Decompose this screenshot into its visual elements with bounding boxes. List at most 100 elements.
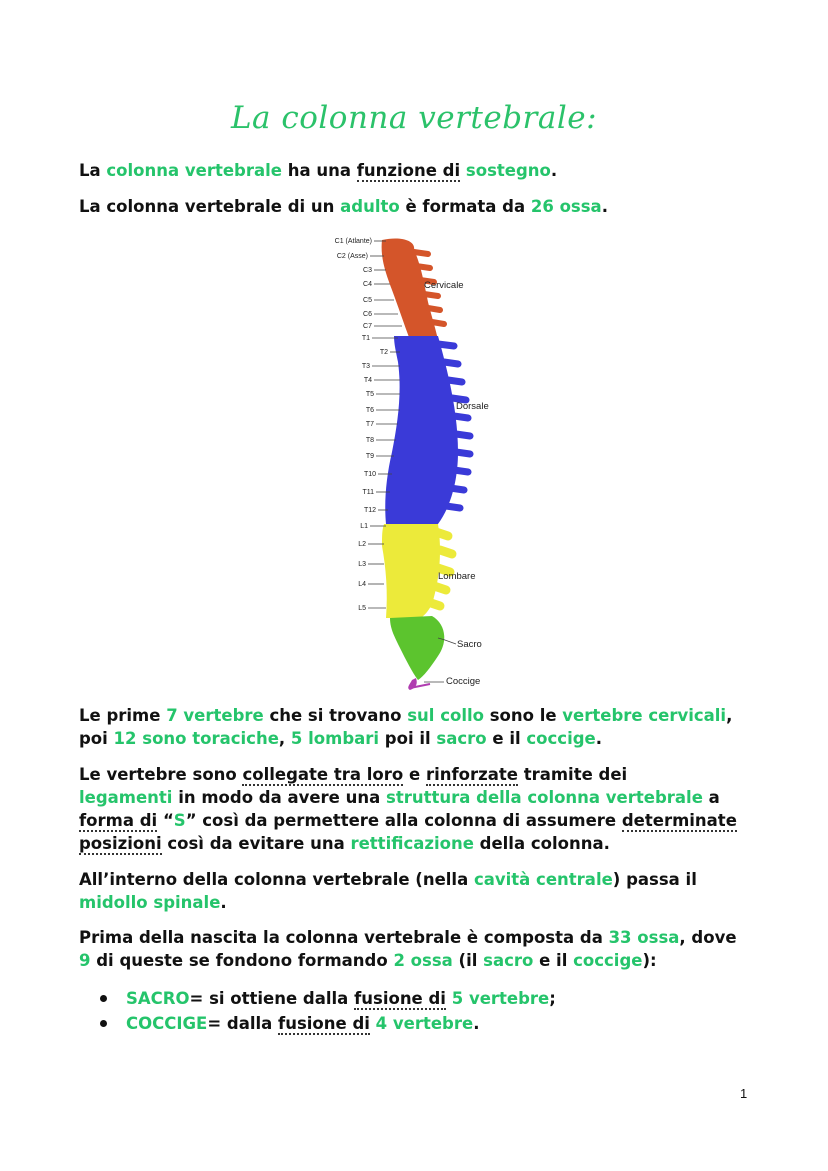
text: Prima della nascita la colonna vertebral… (79, 928, 609, 947)
highlight: sul collo (407, 706, 484, 725)
highlight: adulto (340, 197, 400, 216)
paragraph-2: Le vertebre sono collegate tra loro e ri… (79, 763, 759, 855)
label-c6: C6 (363, 311, 372, 318)
highlight: sacro (483, 951, 534, 970)
label-t2: T2 (380, 349, 388, 356)
text: e (403, 765, 426, 784)
text: poi il (379, 729, 437, 748)
text: (il (452, 951, 484, 970)
highlight: 12 sono toraciche (113, 729, 279, 748)
paragraph-1: Le prime 7 vertebre che si trovano sul c… (79, 704, 759, 750)
text: , dove (679, 928, 737, 947)
paragraph-4: Prima della nascita la colonna vertebral… (79, 926, 759, 972)
spine-figure: C1 (Atlante) C2 (Asse) C3 C4 C5 C6 C7 T1… (335, 238, 489, 690)
text: ” così da permettere alla colonna di ass… (185, 811, 622, 830)
region-labels: Cervicale Dorsale Lombare Sacro Coccige (424, 280, 489, 687)
underlined-text: fusione di (278, 1014, 370, 1035)
text: ): (642, 951, 657, 970)
highlight: coccige (526, 729, 596, 748)
text: poi (79, 729, 114, 748)
highlight: cavità centrale (473, 870, 613, 889)
label-c7: C7 (363, 323, 372, 330)
thoracic-region (385, 336, 474, 524)
label-c2: C2 (Asse) (337, 253, 368, 260)
text: = si ottiene dalla (189, 989, 355, 1008)
label-t4: T4 (364, 377, 372, 384)
text: La (79, 161, 107, 180)
text: . (601, 197, 608, 216)
intro-line-1: La colonna vertebrale ha una funzione di… (79, 159, 759, 182)
highlight: 26 ossa (530, 197, 602, 216)
underlined-text: rinforzate (425, 765, 518, 786)
underlined-text: determinate (621, 811, 737, 832)
label-t12: T12 (364, 507, 376, 514)
vertebra-labels: C1 (Atlante) C2 (Asse) C3 C4 C5 C6 C7 T1… (335, 238, 388, 612)
underlined-text: collegate tra loro (242, 765, 404, 786)
sacrum-region (390, 616, 445, 680)
bullet-icon (100, 1020, 107, 1027)
label-coccige: Coccige (446, 676, 480, 687)
highlight: coccige (573, 951, 643, 970)
label-t9: T9 (366, 453, 374, 460)
label-c1: C1 (Atlante) (335, 238, 372, 245)
label-sacro: Sacro (457, 639, 482, 650)
text: . (473, 1014, 480, 1033)
label-l2: L2 (358, 541, 366, 548)
vertebra-ticks (368, 240, 402, 609)
text: “ (157, 811, 174, 830)
highlight: vertebre cervicali (562, 706, 727, 725)
list-item: COCCIGE= dalla fusione di 4 vertebre. (100, 1011, 720, 1036)
text: in modo da avere una (172, 788, 386, 807)
highlight: COCCIGE (126, 1014, 208, 1033)
underlined-text: forma di (79, 811, 158, 832)
text: e il (533, 951, 574, 970)
text: Le vertebre sono (79, 765, 243, 784)
text: ha una (281, 161, 357, 180)
text: sono le (483, 706, 563, 725)
text: . (220, 893, 227, 912)
highlight: rettificazione (350, 834, 474, 853)
highlight: 9 (79, 951, 91, 970)
label-dorsale: Dorsale (456, 401, 489, 412)
text: così da evitare una (161, 834, 351, 853)
label-l5: L5 (358, 605, 366, 612)
text: , (278, 729, 291, 748)
underlined-text: posizioni (79, 834, 162, 855)
page-number: 1 (740, 1086, 748, 1101)
text: All’interno della colonna vertebrale (ne… (79, 870, 474, 889)
label-t6: T6 (366, 407, 374, 414)
highlight: legamenti (79, 788, 173, 807)
label-l3: L3 (358, 561, 366, 568)
label-t1: T1 (362, 335, 370, 342)
underlined-text: fusione di (354, 989, 446, 1010)
highlight: struttura della colonna vertebrale (386, 788, 703, 807)
text: a (702, 788, 720, 807)
label-l1: L1 (360, 523, 368, 530)
text: di queste se fondono formando (90, 951, 394, 970)
highlight: 2 ossa (393, 951, 453, 970)
highlight: 5 lombari (290, 729, 380, 748)
lumbar-region (382, 524, 457, 618)
label-t8: T8 (366, 437, 374, 444)
text: = dalla (207, 1014, 279, 1033)
label-t7: T7 (366, 421, 374, 428)
label-t10: T10 (364, 471, 376, 478)
coccyx-region (408, 678, 431, 690)
highlight: sacro (436, 729, 487, 748)
highlight: 5 vertebre (451, 989, 550, 1008)
highlight: sostegno (465, 161, 551, 180)
text: Le prime (79, 706, 167, 725)
label-t3: T3 (362, 363, 370, 370)
highlight: colonna vertebrale (106, 161, 282, 180)
text: . (550, 161, 558, 180)
bullet-list: SACRO= si ottiene dalla fusione di 5 ver… (100, 986, 720, 1036)
text: che si trovano (263, 706, 408, 725)
text: tramite dei (517, 765, 628, 784)
cervical-region (381, 238, 447, 340)
highlight: midollo spinale (79, 893, 221, 912)
highlight: 4 vertebre (375, 1014, 474, 1033)
label-c5: C5 (363, 297, 372, 304)
text: ; (549, 989, 556, 1008)
list-item: SACRO= si ottiene dalla fusione di 5 ver… (100, 986, 720, 1011)
page-title: La colonna vertebrale: (230, 100, 598, 136)
